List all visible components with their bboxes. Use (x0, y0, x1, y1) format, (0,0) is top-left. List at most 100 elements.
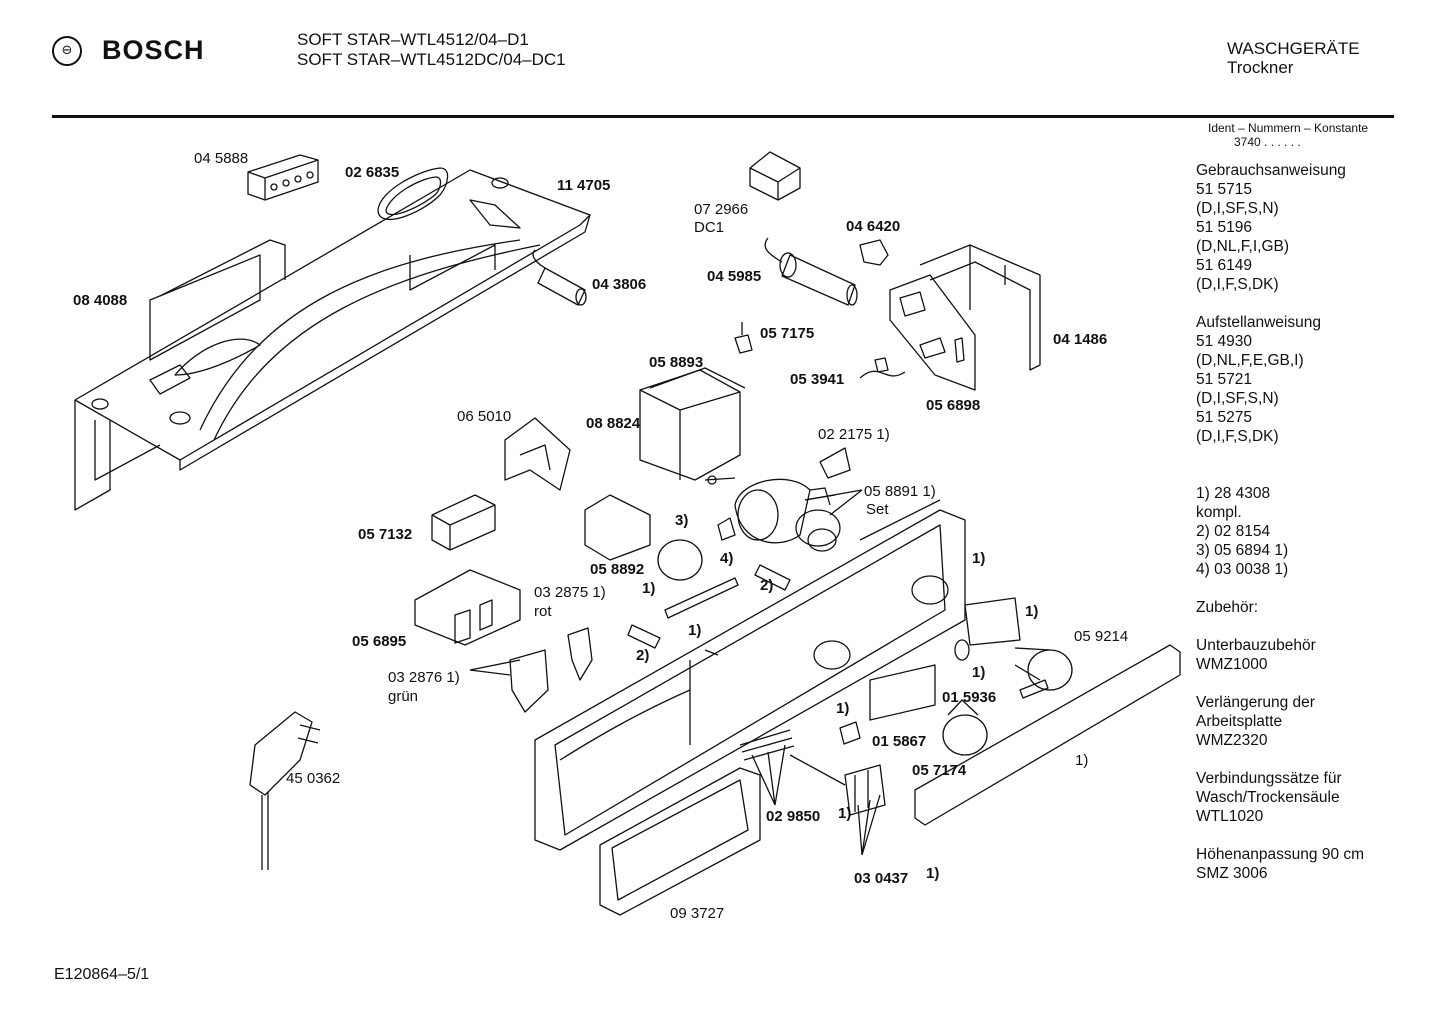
sensor-part (734, 322, 753, 354)
ident-heading: Ident – Nummern – Konstante (1208, 121, 1369, 135)
spacer (1196, 579, 1426, 598)
info-line: WTL1020 (1196, 808, 1264, 825)
category-title: WASCHGERÄTE Trockner (1227, 39, 1360, 77)
info-line: 51 5721 (1196, 371, 1253, 388)
indicator-part (954, 639, 970, 661)
part-label: 09 3727 (670, 905, 725, 922)
part-label: Set (866, 501, 889, 518)
info-line: 51 6149 (1196, 257, 1253, 274)
part-label: 05 7132 (358, 526, 413, 543)
part-label: 04 6420 (846, 218, 901, 235)
control-panel-part (534, 499, 966, 851)
part-label: 1) (972, 550, 986, 567)
part-label: 08 4088 (73, 292, 128, 309)
bracket-part (919, 244, 1041, 371)
part-label: 03 2876 1) (388, 669, 460, 686)
part-label: 03 2875 1) (534, 584, 606, 601)
part-label: 05 7175 (760, 325, 815, 342)
info-line: Arbeitsplatte (1196, 713, 1283, 730)
leader-line (704, 649, 719, 656)
info-line: (D,I,SF,S,N) (1196, 200, 1279, 217)
lamp-socket-part (844, 764, 886, 816)
info-line: 51 5275 (1196, 409, 1253, 426)
clip-part (819, 447, 851, 479)
bosch-armature-icon: ⊖ (52, 35, 82, 66)
info-line: Aufstellanweisung (1196, 314, 1321, 331)
leader-line (469, 659, 521, 676)
info-line: (D,I,SF,S,N) (1196, 390, 1279, 407)
part-label: 2) (760, 577, 774, 594)
part-label: 1) (1025, 603, 1039, 620)
drive-motor-part (734, 478, 831, 544)
motor-capacitor-part (764, 237, 858, 306)
brand-name: BOSCH (102, 35, 205, 65)
bosch-logo: ⊖ BOSCH (52, 35, 205, 66)
part-label: 1) (838, 805, 852, 822)
part-label: 1) (926, 865, 940, 882)
spacer (1196, 617, 1426, 636)
knob-part (1014, 647, 1073, 691)
category-line: WASCHGERÄTE (1227, 39, 1360, 58)
info-line: WMZ1000 (1196, 656, 1268, 673)
info-line: kompl. (1196, 504, 1242, 521)
header-divider (52, 115, 1394, 118)
pin-part (754, 564, 791, 591)
ident-value: 3740 . . . . . . (1234, 135, 1301, 149)
part-label: 06 5010 (457, 408, 512, 425)
part-label: 08 8824 (586, 415, 641, 432)
info-line: Wasch/Trockensäule (1196, 789, 1340, 806)
part-label: 02 2175 1) (818, 426, 890, 443)
info-line: 4) 03 0038 1) (1196, 561, 1289, 578)
gasket-part (377, 167, 449, 221)
part-label: 04 5985 (707, 268, 762, 285)
trim-strip-part (914, 644, 1181, 826)
electronic-board-part (889, 274, 976, 391)
rail-part (664, 577, 739, 619)
part-label: 4) (720, 550, 734, 567)
program-timer-part (639, 367, 746, 485)
part-label: 05 6898 (926, 397, 981, 414)
top-cover-part (74, 169, 591, 511)
part-label: 05 8891 1) (864, 483, 936, 500)
info-line: (D,I,F,S,DK) (1196, 276, 1279, 293)
terminal-block-part (247, 154, 319, 201)
gear-wheel-part (657, 539, 703, 581)
clip-part (839, 721, 861, 745)
part-label: 3) (675, 512, 689, 529)
part-label: 1) (836, 700, 850, 717)
part-label: 05 8893 (649, 354, 704, 371)
part-label: 05 7174 (912, 762, 967, 779)
part-label: 01 5867 (872, 733, 927, 750)
info-line: WMZ2320 (1196, 732, 1268, 749)
part-label: 05 9214 (1074, 628, 1129, 645)
info-line: Verlängerung der (1196, 694, 1315, 711)
part-label: 2) (636, 647, 650, 664)
switch-part (504, 417, 571, 491)
spacer (1196, 750, 1426, 769)
model-line: SOFT STAR–WTL4512/04–D1 (297, 30, 529, 49)
display-window-part (869, 664, 936, 721)
info-line: Verbindungssätze für (1196, 770, 1342, 787)
relay-part (749, 151, 801, 201)
connector-part (431, 494, 496, 551)
info-line: (D,I,F,S,DK) (1196, 428, 1279, 445)
suppressor-part (859, 239, 889, 266)
part-label: 1) (688, 622, 702, 639)
info-line: 51 5196 (1196, 219, 1253, 236)
info-line: 2) 02 8154 (1196, 523, 1271, 540)
housing-frame-part (149, 239, 496, 361)
cable-part (859, 357, 906, 379)
part-label: 11 4705 (557, 177, 611, 194)
info-line: 3) 05 6894 1) (1196, 542, 1289, 559)
part-label: DC1 (694, 219, 725, 236)
part-label: 04 5888 (194, 150, 249, 167)
part-label: 05 8892 (590, 561, 645, 578)
part-label: 03 0437 (854, 870, 909, 887)
category-line: Trockner (1227, 58, 1294, 77)
control-module-part (414, 569, 521, 646)
model-title: SOFT STAR–WTL4512/04–D1 SOFT STAR–WTL451… (297, 30, 566, 70)
part-label: 05 6895 (352, 633, 407, 650)
leader-line (751, 744, 786, 806)
